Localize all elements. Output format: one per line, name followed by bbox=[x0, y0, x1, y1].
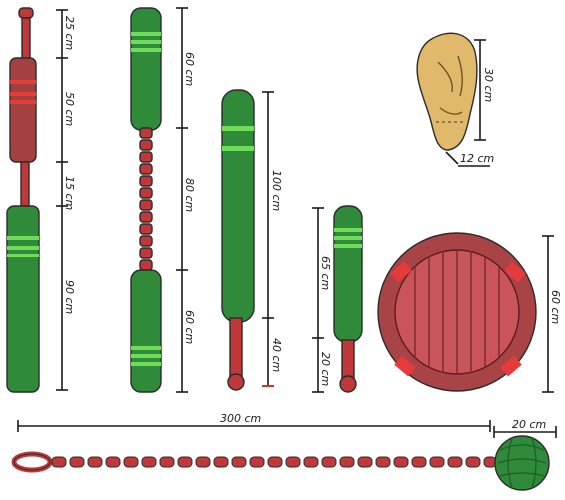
label-w3-total: 100 cm bbox=[270, 170, 283, 211]
label-w4-total: 65 cm bbox=[319, 256, 332, 290]
label-shield-diameter: 60 cm bbox=[549, 290, 562, 324]
label-w1-link: 15 cm bbox=[63, 176, 76, 210]
weapon-4-short-club: 65 cm 20 cm bbox=[312, 205, 363, 393]
weapon-2-nunchaku: 60 cm 80 cm 60 cm bbox=[130, 7, 196, 393]
label-flail-head: 20 cm bbox=[512, 418, 546, 431]
weapon-3-club: 100 cm 40 cm bbox=[221, 89, 283, 391]
shield: 60 cm bbox=[377, 232, 562, 393]
label-w2-bottom: 60 cm bbox=[183, 310, 196, 344]
label-w1-top: 25 cm bbox=[63, 16, 76, 50]
label-mask-width: 12 cm bbox=[460, 152, 494, 165]
label-w1-grip: 50 cm bbox=[63, 92, 76, 126]
flail: 300 cm 20 cm bbox=[11, 412, 557, 491]
label-flail-length: 300 cm bbox=[220, 412, 261, 425]
label-w4-handle: 20 cm bbox=[319, 352, 332, 386]
mask: 30 cm 12 cm bbox=[416, 32, 495, 167]
weapon-1-staff: 25 cm 50 cm 15 cm 90 cm bbox=[6, 7, 76, 393]
label-w3-handle: 40 cm bbox=[270, 338, 283, 372]
label-w2-top: 60 cm bbox=[183, 52, 196, 86]
flail-chain bbox=[51, 456, 497, 468]
label-mask-height: 30 cm bbox=[482, 68, 495, 102]
label-w2-chain: 80 cm bbox=[183, 178, 196, 212]
label-w1-bottom: 90 cm bbox=[63, 280, 76, 314]
chain-links bbox=[139, 127, 153, 271]
